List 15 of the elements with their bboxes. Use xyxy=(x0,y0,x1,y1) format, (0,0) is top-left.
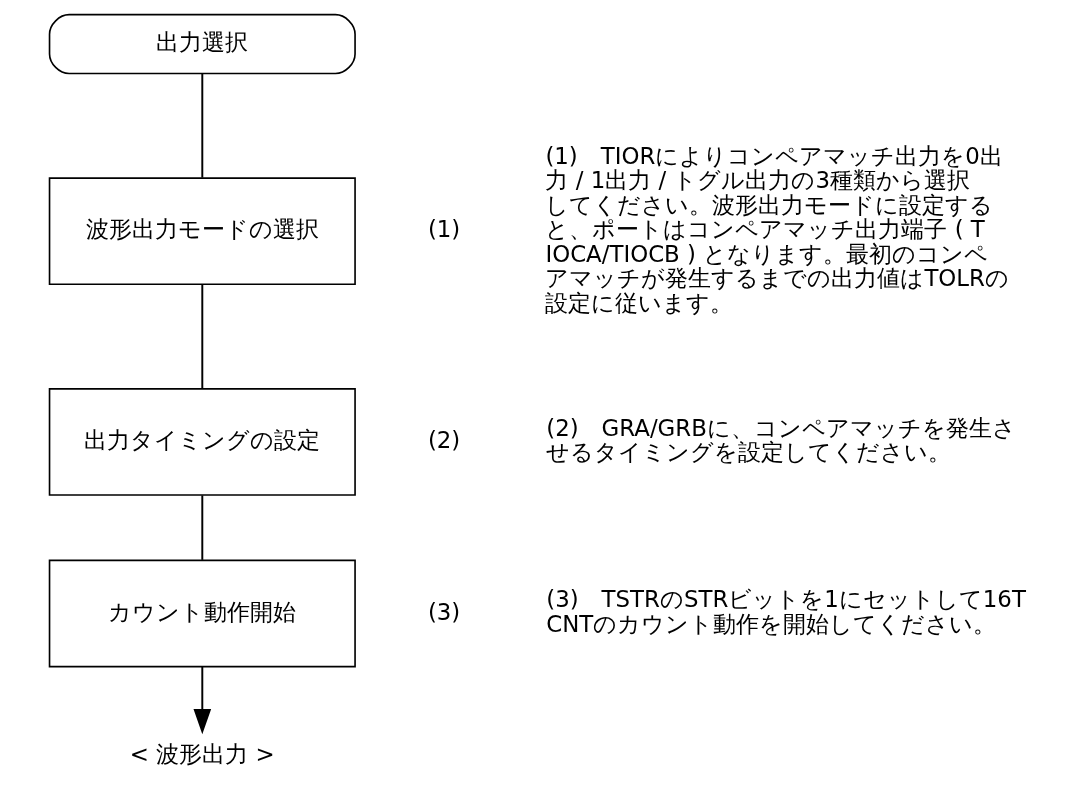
label: (2) GRA/GRBに、コンペアマッチを発生させるタイミングを設定してください。 xyxy=(546,414,1016,466)
node-text: < 波形出力 > xyxy=(129,740,275,767)
label: (1) TIORによりコンペアマッチ出力を0出力 / 1出力 / トグル出力の3種類から選択してください。波形出力モードに設定すると、ポートはコンペアマッチ出力端子 ( TIOCA/TIOCB ) となります。最初のコンペアマッチが発生するまでの出力値はTOLRの設定に従います。 xyxy=(545,142,1009,316)
node-label: (1) xyxy=(427,216,461,243)
node-box: 波形出力モードの選択 xyxy=(48,177,356,286)
label: (3) TSTRのSTRビットを1にセットして16TCNTのカウント動作を開始してください。 xyxy=(546,586,1026,637)
connector xyxy=(201,283,204,390)
connector xyxy=(201,72,204,179)
node-box: 出力タイミングの設定 xyxy=(48,388,356,496)
node-box: 出力選択 xyxy=(48,13,356,75)
node-label: (3) xyxy=(427,598,461,625)
connector xyxy=(201,494,204,561)
arrow xyxy=(193,665,212,735)
node-label: (2) xyxy=(427,426,461,453)
node-box: カウント動作開始 xyxy=(48,559,356,668)
